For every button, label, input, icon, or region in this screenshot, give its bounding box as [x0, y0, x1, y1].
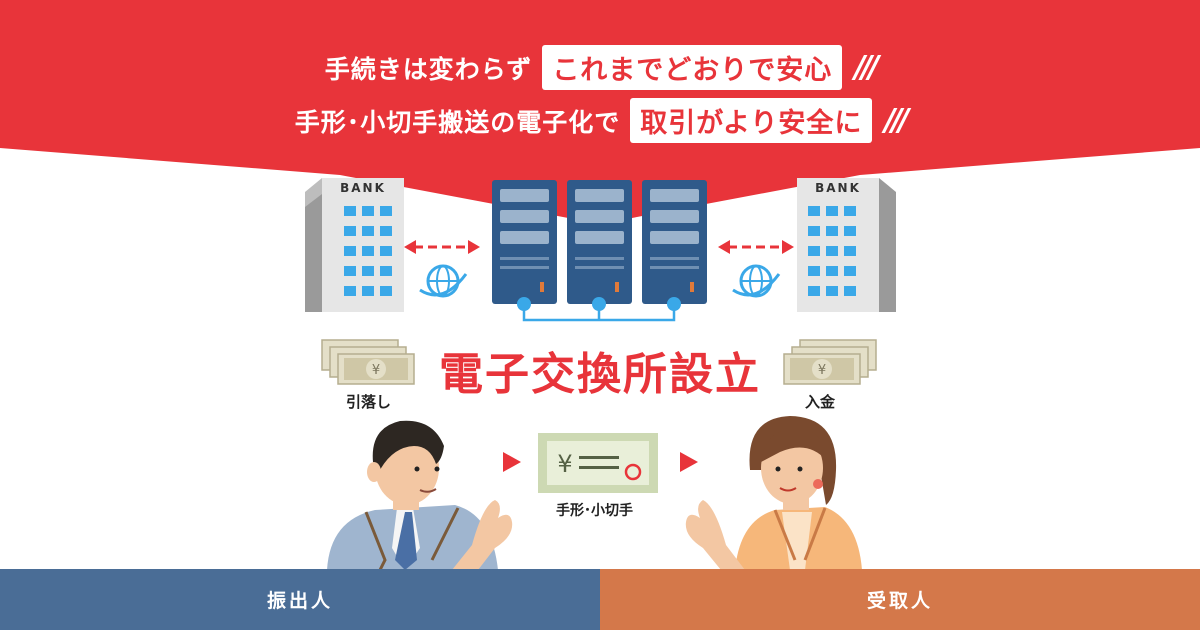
yen-coin-icon: [366, 359, 386, 379]
footer-recipient: 受取人: [600, 569, 1200, 630]
headline-electronic-clearing-house: 電子交換所設立: [439, 349, 761, 400]
header-line-1-text: 手続きは変わらず: [324, 54, 533, 84]
slash-decoration: ///: [884, 103, 909, 138]
money-stack-left: ¥: [321, 339, 415, 385]
server-unit: [567, 180, 632, 304]
bank-sign-right: BANK: [815, 181, 861, 195]
woman-illustration: [685, 416, 862, 570]
label-bill-check: 手形･小切手: [556, 503, 633, 519]
server-cluster: [492, 180, 707, 322]
money-stack-right: ¥: [783, 339, 877, 385]
exchange-arrow-right: [718, 240, 794, 254]
header-band: [0, 0, 1200, 224]
bank-building-left: BANK: [305, 178, 404, 312]
globe-icon-left: [419, 264, 468, 298]
yen-coin-icon: [812, 359, 832, 379]
server-unit: [492, 180, 557, 304]
footer-recipient-label: 受取人: [866, 590, 933, 612]
header-line-2-highlight: 取引がより安全に: [630, 98, 873, 143]
header-line-1-highlight: これまでどおりで安心: [542, 45, 843, 90]
footer-drawer-label: 振出人: [266, 590, 333, 612]
svg-text:¥: ¥: [372, 363, 380, 378]
bank-building-right: BANK: [797, 178, 896, 312]
exchange-arrow-left: [404, 240, 480, 254]
server-unit: [642, 180, 707, 304]
footer-drawer: 振出人: [0, 569, 600, 630]
header-line-2: 手形･小切手搬送の電子化で 取引がより安全に ///: [0, 98, 1200, 143]
play-arrow-icon: [503, 452, 521, 472]
man-illustration: [327, 420, 513, 571]
label-deposit: 入金: [805, 393, 836, 411]
svg-text:¥: ¥: [557, 450, 572, 478]
cheque-icon: ¥: [538, 433, 658, 493]
slash-decoration: ///: [854, 50, 879, 85]
drawer-bar: [0, 569, 600, 630]
header-line-2-text: 手形･小切手搬送の電子化で: [294, 107, 621, 137]
svg-text:¥: ¥: [818, 363, 826, 378]
globe-icon-right: [732, 264, 781, 298]
play-arrow-icon: [680, 452, 698, 472]
label-withdrawal: 引落し: [346, 393, 392, 411]
bank-sign-left: BANK: [340, 181, 386, 195]
header-line-1: 手続きは変わらず これまでどおりで安心 ///: [0, 45, 1200, 90]
recipient-bar: [600, 569, 1200, 630]
